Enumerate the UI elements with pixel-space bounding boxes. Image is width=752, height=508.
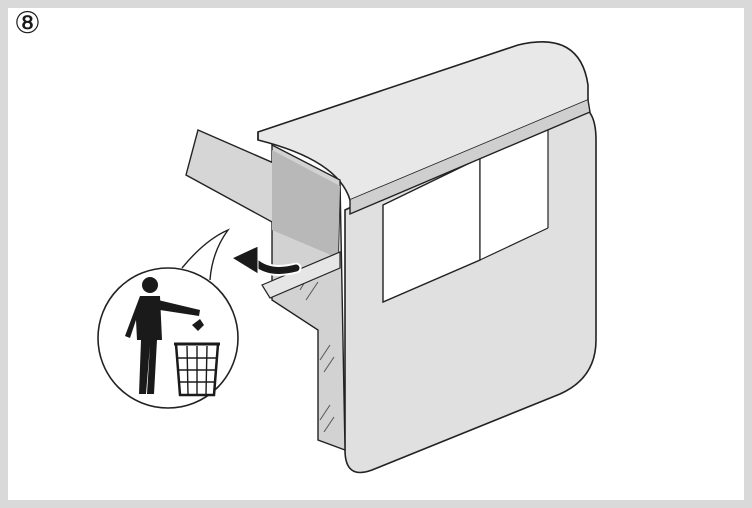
- trash-bin-icon: [174, 342, 220, 397]
- person-discarding-in-trash-bin-icon: [97, 228, 239, 409]
- filter-sheet: [185, 129, 341, 299]
- cabinet-front-panel: [344, 104, 597, 474]
- step-number: ⑧: [14, 6, 41, 41]
- curved-arrow-icon: [230, 245, 302, 276]
- cabinet-top-lid: [257, 41, 591, 216]
